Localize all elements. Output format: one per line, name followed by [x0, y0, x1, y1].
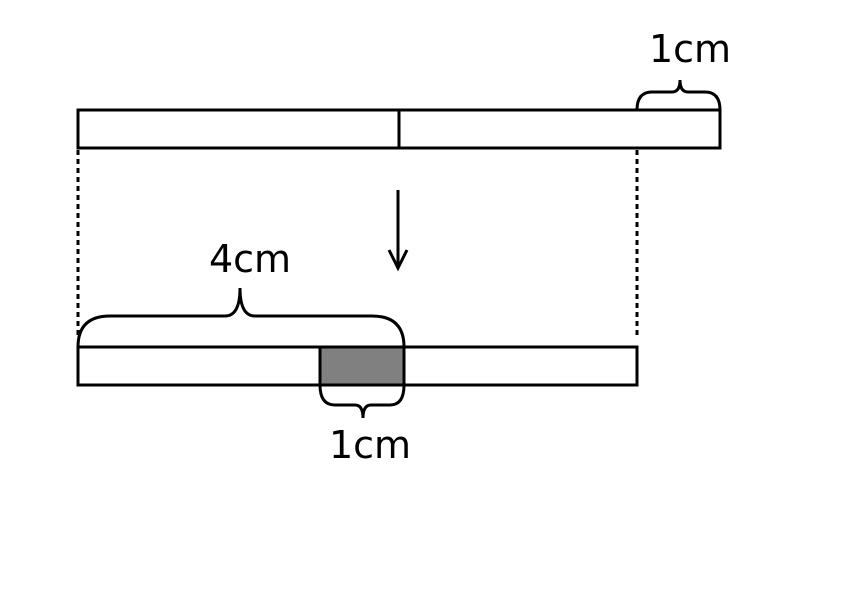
- bottom-overlap-length-label: 1cm: [329, 423, 411, 467]
- top-right-length-label: 1cm: [649, 27, 731, 71]
- down-arrow-head: [387, 249, 409, 272]
- bottom-left-brace: [76, 287, 406, 348]
- overlap-region: [318, 345, 406, 387]
- overlap-brace: [318, 384, 406, 419]
- bottom-left-length-label: 4cm: [209, 237, 291, 281]
- top-right-brace: [635, 79, 722, 111]
